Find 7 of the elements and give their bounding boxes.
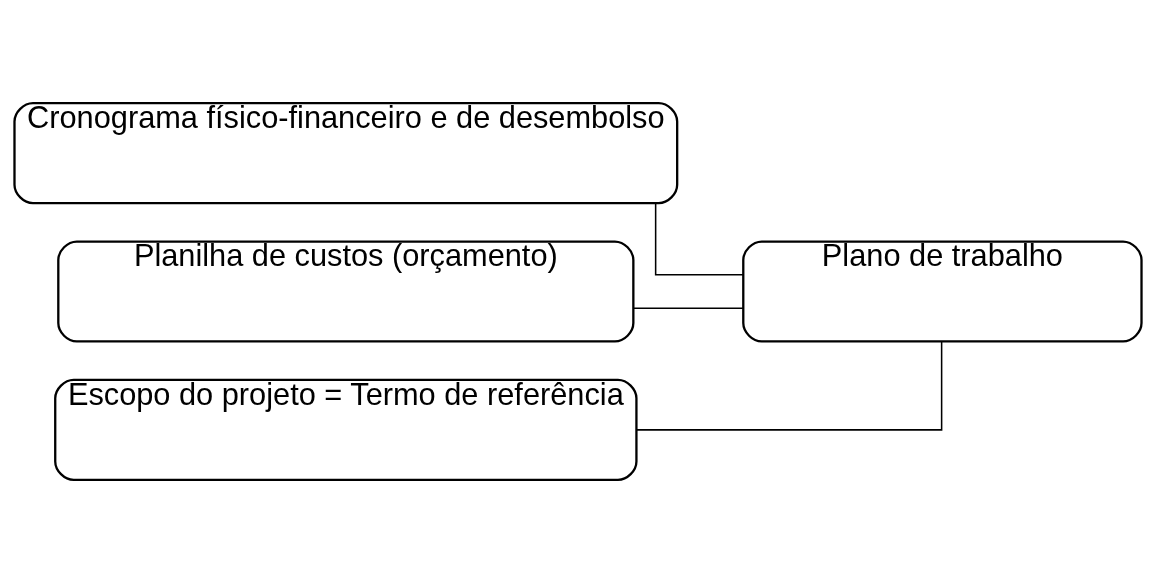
node-box: Plano de trabalho — [742, 239, 1143, 343]
connector — [636, 340, 943, 431]
connector — [633, 306, 744, 309]
node-box: Planilha de custos (orçamento) — [57, 239, 635, 343]
node-box: Escopo do projeto = Termo de referência — [54, 378, 638, 481]
node-box: Cronograma físico-financeiro e de desembolso — [13, 101, 679, 204]
connector — [654, 202, 744, 276]
